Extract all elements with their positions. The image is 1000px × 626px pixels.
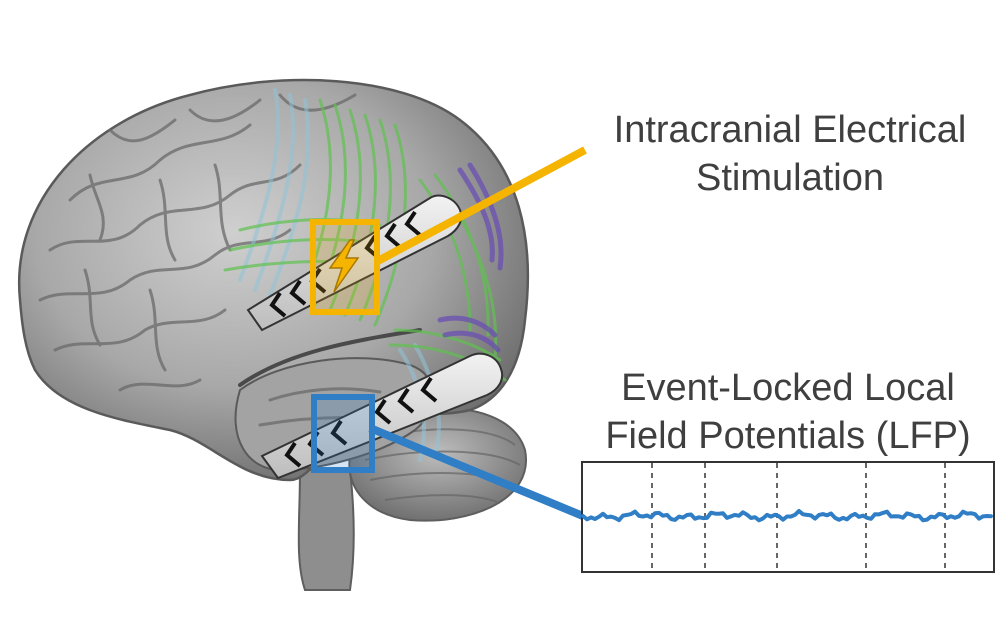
tract-purple <box>437 162 504 353</box>
sylvian-fissure <box>238 328 422 387</box>
stimulation-leader-line <box>374 146 587 266</box>
stimulation-title-line-1: Intracranial Electrical <box>613 109 967 151</box>
lfp-waveform <box>581 509 993 523</box>
lfp-callout <box>311 394 585 520</box>
brainstem <box>297 469 355 591</box>
temporal-lobe <box>234 357 435 472</box>
stimulation-title-line-2: Stimulation <box>696 157 884 199</box>
tract-blue <box>238 88 441 462</box>
lfp-title-line-2: Field Potentials (LFP) <box>605 415 971 457</box>
stimulation-callout <box>310 146 587 315</box>
lfp-title-line-1: Event-Locked Local <box>621 367 955 409</box>
lfp-highlight-box <box>311 394 375 473</box>
lfp-leader-line <box>368 424 585 520</box>
brain-illustration <box>17 78 530 591</box>
cortical-gyri <box>38 93 397 427</box>
lightning-bolt-icon <box>328 239 360 293</box>
lfp-trace-panel <box>581 461 995 573</box>
